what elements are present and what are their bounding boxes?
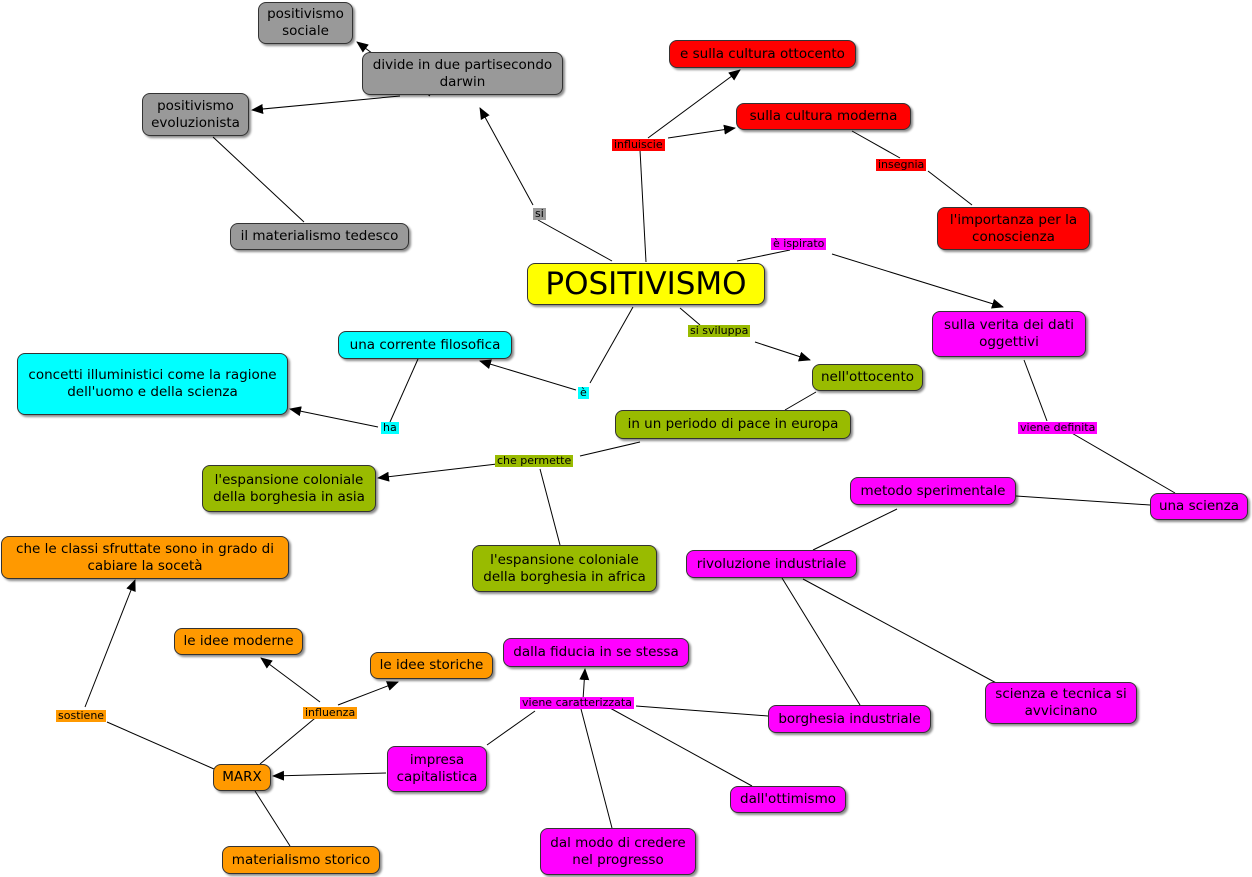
connector-10	[736, 249, 791, 262]
node-mat-tedesco[interactable]: il materialismo tedesco	[230, 223, 409, 250]
node-positivismo[interactable]: POSITIVISMO	[527, 263, 765, 305]
connector-36	[337, 681, 399, 706]
connector-4	[212, 136, 305, 223]
connector-25	[539, 468, 561, 546]
connector-15	[479, 359, 577, 391]
connector-21	[812, 508, 898, 551]
node-scienza[interactable]: una scienza	[1150, 493, 1248, 520]
connector-38	[84, 579, 136, 708]
connector-27	[802, 578, 1001, 686]
node-mat-storico[interactable]: materialismo storico	[222, 846, 380, 874]
link-label-e-ispirato: è ispirato	[771, 237, 827, 250]
node-ottimismo[interactable]: dall'ottimismo	[730, 786, 846, 813]
node-idee-moderne[interactable]: le idee moderne	[174, 628, 303, 655]
node-pos-evol[interactable]: positivismo evoluzionista	[142, 93, 249, 136]
node-pace[interactable]: in un periodo di pace in europa	[615, 410, 851, 439]
node-importanza[interactable]: l'importanza per la conoscienza	[937, 207, 1090, 250]
connector-24	[377, 463, 498, 482]
link-label-ha: ha	[381, 421, 399, 434]
node-concetti[interactable]: concetti illuministici come la ragione d…	[17, 353, 288, 415]
connector-7	[667, 124, 736, 139]
link-label-si-sviluppa: si sviluppa	[688, 324, 751, 337]
connector-14	[589, 306, 634, 384]
connector-28	[635, 705, 769, 717]
connector-1	[479, 107, 534, 206]
link-label-e: è	[578, 386, 589, 399]
node-pos-sociale[interactable]: positivismo sociale	[258, 2, 353, 44]
connector-3	[251, 95, 401, 114]
connector-19	[1069, 431, 1176, 494]
node-classi[interactable]: che le classi sfruttate sono in grado di…	[1, 536, 289, 579]
link-label-insegnia: insegnia	[876, 158, 927, 171]
connector-13	[754, 341, 811, 362]
connector-20	[1015, 495, 1151, 506]
node-impresa[interactable]: impresa capitalistica	[387, 746, 487, 792]
connector-6	[647, 69, 741, 139]
node-scienza-tecnica[interactable]: scienza e tecnica si avvicinano	[985, 682, 1137, 724]
connector-29	[609, 707, 753, 787]
node-cultura-moderna[interactable]: sulla cultura moderna	[736, 103, 911, 130]
link-label-viene-caratterizzata: viene caratterizzata	[520, 696, 634, 709]
node-marx[interactable]: MARX	[213, 764, 271, 791]
node-cultura-ottocento[interactable]: e sulla cultura ottocento	[669, 40, 856, 68]
connector-33	[272, 770, 387, 781]
connector-0	[537, 219, 613, 262]
link-label-influenza: influenza	[303, 706, 358, 719]
connector-31	[579, 668, 590, 701]
connector-8	[851, 130, 901, 159]
connector-5	[639, 149, 647, 263]
connector-12	[679, 307, 701, 326]
connector-39	[254, 790, 291, 847]
node-asia[interactable]: l'espansione coloniale della borghesia i…	[202, 465, 376, 512]
node-divide[interactable]: divide in due partisecondo darwin	[362, 52, 563, 95]
connector-30	[580, 708, 613, 829]
connector-26	[781, 577, 861, 706]
node-corrente[interactable]: una corrente filosofica	[338, 331, 512, 359]
node-metodo[interactable]: metodo sperimentale	[850, 477, 1016, 505]
link-label-sostiene: sostiene	[56, 709, 107, 722]
connector-37	[106, 721, 215, 770]
node-fiducia[interactable]: dalla fiducia in se stessa	[503, 638, 689, 667]
node-progresso[interactable]: dal modo di credere nel progresso	[540, 828, 696, 875]
connector-16	[389, 358, 419, 423]
connector-17	[289, 406, 379, 428]
connector-18	[1023, 359, 1048, 422]
node-idee-storiche[interactable]: le idee storiche	[370, 652, 493, 679]
node-rivoluzione[interactable]: rivoluzione industriale	[686, 550, 857, 578]
node-verita[interactable]: sulla verita dei dati oggettivi	[932, 311, 1086, 357]
connector-9	[927, 170, 973, 206]
node-ottocento[interactable]: nell'ottocento	[812, 364, 923, 391]
connector-35	[260, 657, 321, 703]
node-africa[interactable]: l'espansione coloniale della borghesia i…	[472, 545, 657, 592]
link-label-che-permette: che permette	[495, 454, 574, 467]
node-borghesia-ind[interactable]: borghesia industriale	[768, 705, 931, 733]
connector-23	[579, 441, 641, 457]
link-label-viene-definita: viene definita	[1018, 421, 1098, 434]
connector-34	[259, 713, 321, 765]
connector-11	[831, 253, 1004, 309]
link-label-si: si	[533, 207, 546, 220]
link-label-influiscie: influiscie	[612, 138, 665, 151]
connector-22	[784, 391, 817, 411]
connector-32	[486, 710, 536, 746]
